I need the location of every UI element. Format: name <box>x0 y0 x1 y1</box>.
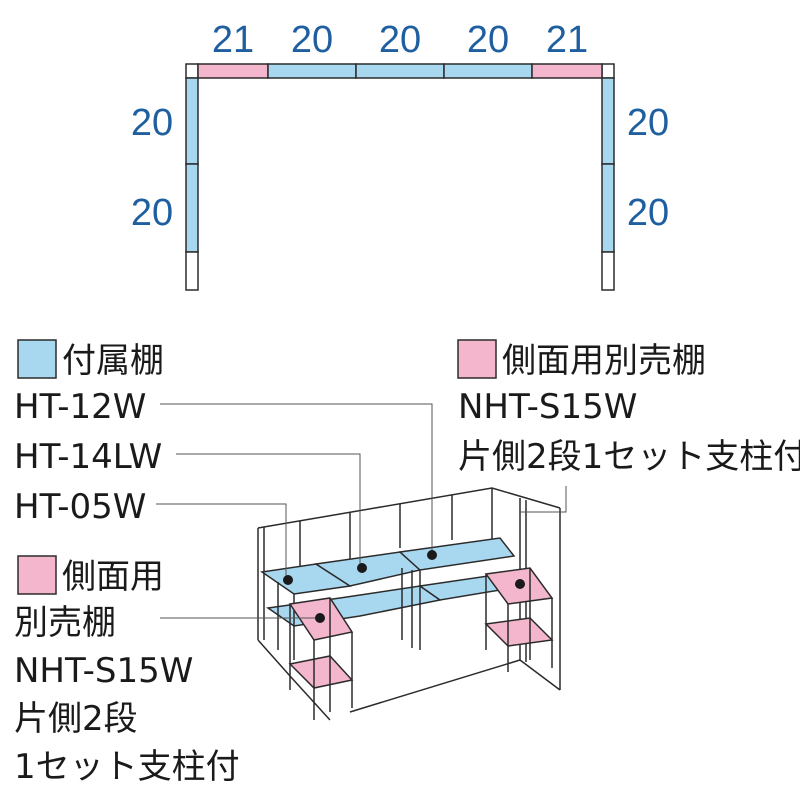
leader-line <box>160 403 433 552</box>
leader-dot <box>283 575 293 585</box>
leader-lines <box>156 403 567 619</box>
plan-top-segment <box>197 63 269 79</box>
optional-left-line: 側面用 <box>62 557 164 597</box>
plan-right-segment <box>601 163 615 253</box>
wall-outline <box>519 659 561 691</box>
wall-outline <box>257 487 561 529</box>
leader-line <box>176 453 361 566</box>
plan-top-segment <box>355 63 445 79</box>
legend-included: 付属棚 HT-12W HT-14LW HT-05W <box>14 339 164 527</box>
optional-left-line: 1セット支柱付 <box>14 747 240 787</box>
included-swatch <box>17 339 57 379</box>
plan-top-segment <box>267 63 357 79</box>
plan-right-segment <box>601 77 615 165</box>
optional-left-line: 別売棚 <box>14 603 116 643</box>
included-model: HT-12W <box>14 387 146 427</box>
legend-optional-right: 側面用別売棚 NHT-S15W 片側2段1セット支柱付 <box>457 339 800 477</box>
plan-top-dimension: 21 <box>212 19 254 61</box>
leader-dot <box>357 563 367 573</box>
leader-line <box>520 486 567 513</box>
plan-top-segment <box>531 63 603 79</box>
plan-corner-post-right <box>601 63 615 79</box>
optional-left-line: NHT-S15W <box>14 651 193 691</box>
plan-top-dimension: 20 <box>379 19 421 61</box>
leader-dot <box>427 550 437 560</box>
included-model: HT-14LW <box>14 437 162 477</box>
optional-title: 側面用別売棚 <box>502 341 706 381</box>
plan-top-dimension: 20 <box>291 19 333 61</box>
leader-dots <box>283 550 525 623</box>
optional-model: NHT-S15W <box>458 387 637 427</box>
included-title: 付属棚 <box>62 341 164 381</box>
plan-top-segment <box>443 63 533 79</box>
included-model: HT-05W <box>14 487 146 527</box>
plan-corner-post-left <box>185 63 199 79</box>
plan-view: 21 20 20 20 21 20 20 20 20 <box>131 19 669 291</box>
optional-shelf <box>288 655 354 689</box>
optional-shelf <box>484 617 554 647</box>
included-shelf <box>398 537 516 571</box>
optional-swatch <box>457 339 497 379</box>
optional-note: 片側2段1セット支柱付 <box>458 437 800 477</box>
plan-left-segment <box>185 77 199 165</box>
leader-line <box>156 503 287 578</box>
legend-optional-left: 側面用 別売棚 NHT-S15W 片側2段 1セット支柱付 <box>14 555 240 787</box>
plan-left-dimension: 20 <box>131 192 173 234</box>
floor-outline <box>349 659 521 713</box>
leader-dot <box>315 613 325 623</box>
leader-dot <box>515 579 525 589</box>
wall-outline <box>257 639 291 677</box>
plan-left-segment <box>185 163 199 253</box>
plan-right-dimension: 20 <box>627 192 669 234</box>
plan-right-end-post <box>601 251 615 291</box>
plan-top-dimension: 20 <box>467 19 509 61</box>
floor-outline <box>289 675 331 721</box>
plan-top-dimension: 21 <box>546 19 588 61</box>
optional-left-line: 片側2段 <box>14 699 138 739</box>
optional-swatch <box>17 555 57 595</box>
plan-left-end-post <box>185 251 199 291</box>
isometric-view <box>257 487 561 721</box>
plan-right-dimension: 20 <box>627 102 669 144</box>
plan-left-dimension: 20 <box>131 102 173 144</box>
